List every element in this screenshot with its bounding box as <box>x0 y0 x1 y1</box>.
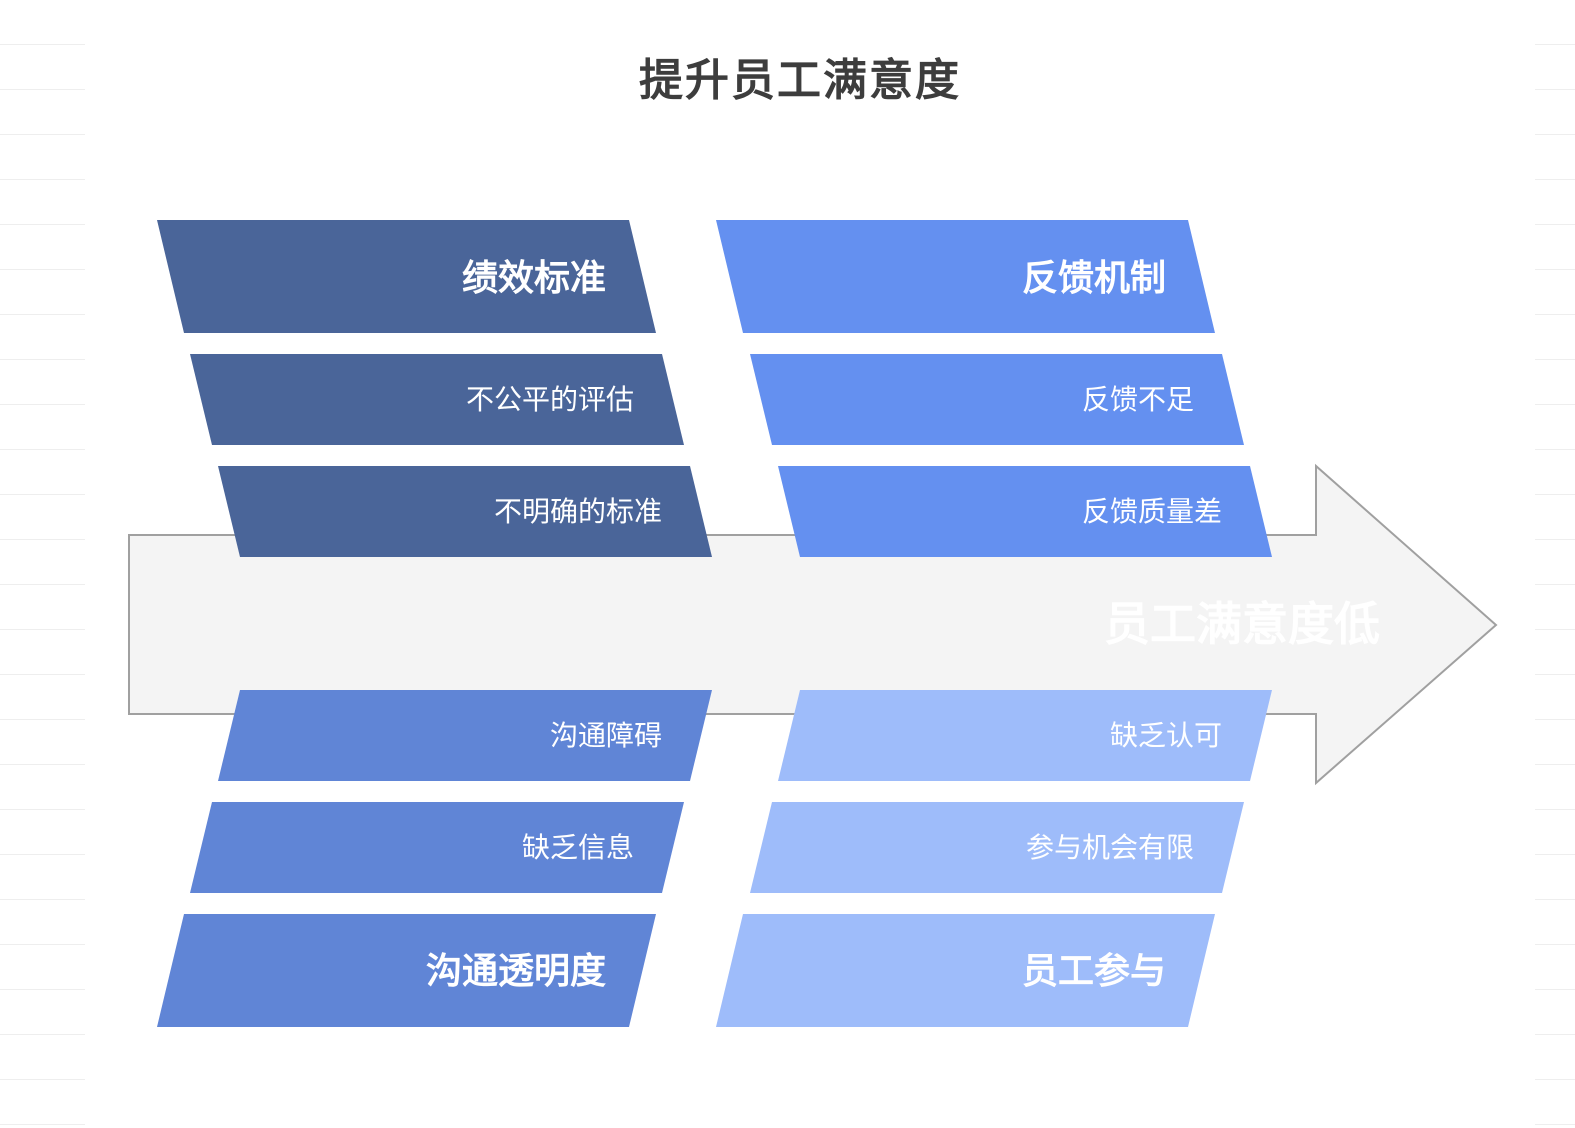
effect-label: 员工满意度低 <box>1104 597 1380 651</box>
cause-box <box>190 354 684 445</box>
category-head-box <box>157 914 656 1027</box>
category-head-box <box>157 220 656 333</box>
cause-box <box>218 466 712 557</box>
cause-label: 不明确的标准 <box>494 495 662 528</box>
category-feedback-mechanism: 反馈机制 反馈不足 反馈质量差 <box>716 220 1272 557</box>
cause-box <box>778 466 1272 557</box>
category-head-label: 绩效标准 <box>462 258 606 299</box>
title-area: 提升员工满意度 <box>0 0 1575 130</box>
cause-label: 不公平的评估 <box>466 383 634 416</box>
category-head-box <box>716 914 1215 1027</box>
category-performance-standard: 绩效标准 不公平的评估 不明确的标准 <box>157 220 712 557</box>
cause-label: 反馈质量差 <box>1082 495 1222 528</box>
category-head-label: 沟通透明度 <box>426 951 606 992</box>
background-rule-lines-left <box>0 0 85 1128</box>
page-title: 提升员工满意度 <box>639 55 961 106</box>
cause-box <box>750 802 1244 893</box>
cause-box <box>778 690 1272 781</box>
cause-label: 参与机会有限 <box>1026 831 1194 864</box>
cause-label: 沟通障碍 <box>550 719 662 752</box>
category-employee-participation: 缺乏认可 参与机会有限 员工参与 <box>716 690 1272 1027</box>
category-communication-transparency: 沟通障碍 缺乏信息 沟通透明度 <box>157 690 712 1027</box>
cause-label: 缺乏认可 <box>1110 719 1222 752</box>
cause-box <box>218 690 712 781</box>
cause-label: 反馈不足 <box>1082 383 1194 416</box>
cause-box <box>750 354 1244 445</box>
background-rule-lines-right <box>1535 0 1575 1128</box>
cause-label: 缺乏信息 <box>522 831 634 864</box>
cause-box <box>190 802 684 893</box>
category-head-label: 员工参与 <box>1022 951 1166 992</box>
category-head-label: 反馈机制 <box>1022 258 1166 299</box>
category-head-box <box>716 220 1215 333</box>
